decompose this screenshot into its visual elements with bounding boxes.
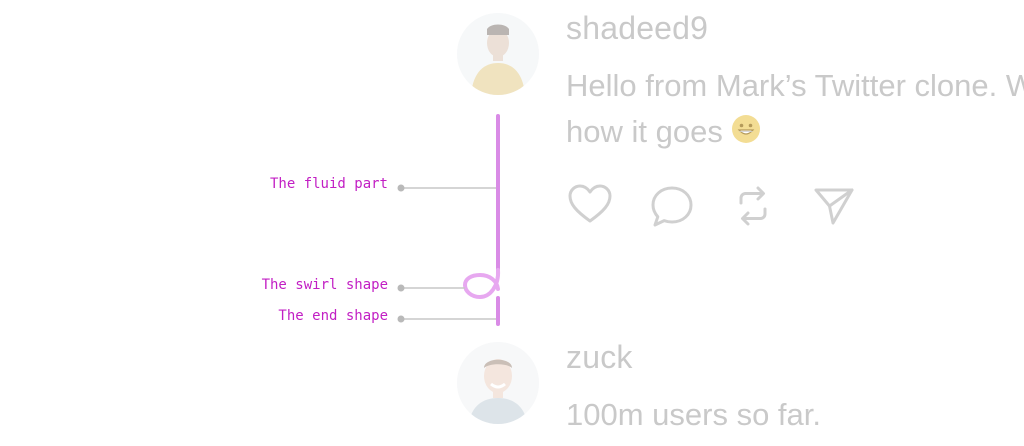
annotation-swirl-shape: The swirl shape	[261, 277, 388, 293]
leader-dot-swirl	[397, 284, 405, 292]
grinning-face-emoji-icon	[732, 115, 761, 143]
swirl-shape	[462, 268, 501, 300]
avatar-image	[457, 342, 539, 424]
comment-icon	[651, 186, 693, 227]
username-shadeed9[interactable]: shadeed9	[566, 10, 709, 46]
username-zuck[interactable]: zuck	[566, 339, 633, 375]
leader-dot-fluid	[397, 184, 405, 192]
post-text-zuck: 100m users so far.	[566, 392, 821, 438]
repost-icon	[739, 186, 767, 226]
leader-dot-end	[397, 315, 405, 323]
annotation-fluid-part: The fluid part	[269, 176, 388, 192]
comment-button[interactable]	[649, 184, 695, 230]
share-button[interactable]	[811, 183, 857, 229]
avatar-shadeed9[interactable]	[457, 13, 539, 95]
post-text-line-1: 100m users so far.	[566, 397, 822, 432]
annotation-end-shape: The end shape	[278, 308, 388, 324]
post-text-line-1: Hello from Mark’s Twitter clone. W	[566, 68, 1024, 103]
avatar-image	[457, 13, 539, 95]
heart-icon	[568, 184, 612, 223]
like-button[interactable]	[567, 182, 613, 228]
share-icon	[814, 188, 854, 225]
post-text-shadeed9: Hello from Mark’s Twitter clone. W how i…	[566, 63, 1024, 155]
repost-button[interactable]	[730, 183, 776, 229]
avatar-zuck[interactable]	[457, 342, 539, 424]
post-text-line-2: how it goes	[566, 114, 723, 149]
post-text-line-2-wrap: how it goes	[566, 109, 1024, 155]
